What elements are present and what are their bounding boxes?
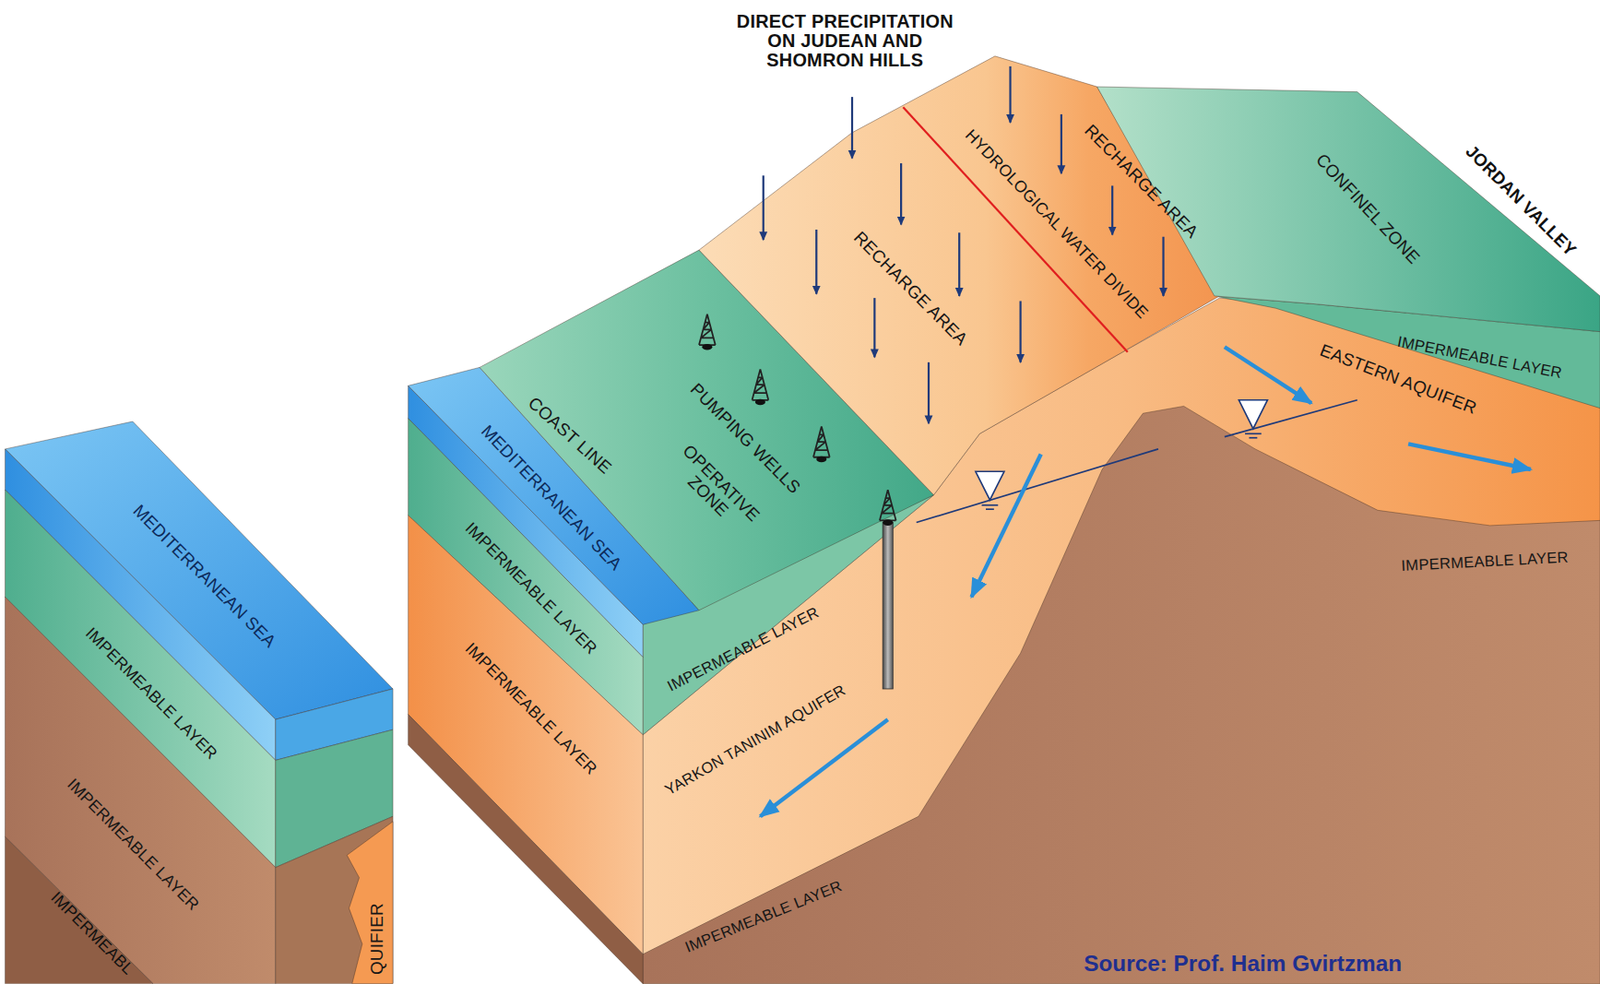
illustration-polygon [275,816,393,984]
small-block [5,421,394,984]
illustration-line [873,297,876,357]
illustration-use [752,369,770,406]
source-caption: Source: Prof. Haim Gvirtzman [1083,950,1402,978]
precipitation-arrows [763,66,1164,424]
region-label: QUIFIER [368,902,388,975]
illustration-line [1244,432,1262,435]
illustration-line [927,362,930,424]
illustration-line [1008,66,1011,123]
illustration-line [1224,400,1358,438]
flow-arrows [759,346,1530,817]
main-block [408,56,1600,984]
illustration-line [900,163,902,225]
illustration-use [699,314,716,351]
illustration-line [1161,237,1164,297]
illustration-line [1019,300,1021,362]
illustration-use [813,426,830,463]
illustration-line [1248,437,1257,439]
illustration-use [879,489,897,526]
water-table [916,400,1358,523]
illustration-line [985,508,995,510]
illustration-line [1060,114,1063,174]
illustration-line [1408,443,1531,470]
illustration-polygon [346,821,393,984]
illustration-line [762,175,765,240]
illustration-line [958,232,960,297]
illustration-line [1111,185,1114,235]
illustration-line [1224,346,1312,403]
illustration-polygon [408,714,644,984]
illustration-polygon [975,471,1005,500]
illustration-line [982,504,999,507]
illustration-polygon [1238,400,1268,429]
illustration-line [815,229,818,295]
illustration-line [971,453,1041,597]
illustration-polygon [5,836,154,984]
region-label: DIRECT PRECIPITATION ON JUDEAN AND SHOMR… [733,11,957,71]
illustration-line [851,96,854,158]
illustration-rect [882,522,893,689]
illustration-polygon [5,596,276,984]
